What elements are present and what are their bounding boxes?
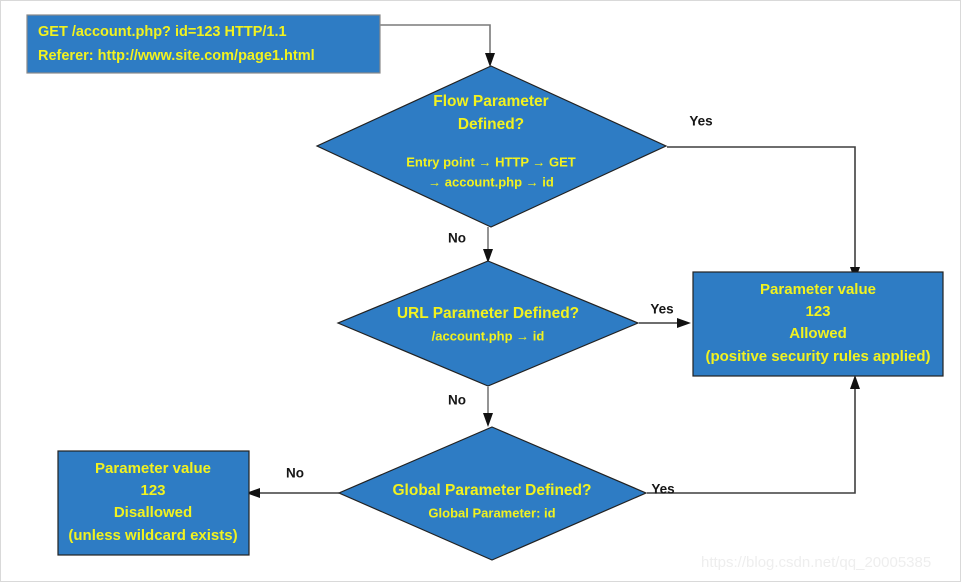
outcome-disallowed-line3: Disallowed: [114, 504, 192, 521]
decision-url-parameter-shape: [336, 260, 640, 387]
arrowhead-global-no: [246, 488, 260, 498]
arrowhead-global-yes: [850, 375, 860, 389]
decision-flow-parameter-detail-line2: → account.php → id: [428, 174, 554, 189]
outcome-disallowed-shape: [57, 450, 250, 556]
request-box-line2: Referer: http://www.site.com/page1.html: [38, 48, 315, 64]
decision-flow-parameter-title-line1: Flow Parameter: [433, 93, 548, 110]
decision-global-parameter-title: Global Parameter Defined?: [393, 482, 592, 499]
watermark-text: https://blog.csdn.net/qq_20005385: [701, 554, 931, 571]
decision-global-parameter-detail: Global Parameter: id: [428, 505, 555, 520]
decision-flow-parameter[interactable]: Flow Parameter Defined? Entry point → HT…: [315, 65, 668, 228]
edge-label-global-yes: Yes: [651, 482, 674, 497]
outcome-disallowed-line1: Parameter value: [95, 460, 211, 477]
edge-label-flow-yes: Yes: [689, 114, 712, 129]
arrowhead-url-no: [483, 413, 493, 427]
connector-flow-yes: [667, 146, 856, 271]
outcome-disallowed: Parameter value 123 Disallowed (unless w…: [57, 450, 250, 556]
decision-flow-parameter-detail-line1: Entry point → HTTP → GET: [406, 154, 576, 169]
outcome-allowed-line1: Parameter value: [760, 281, 876, 298]
request-box: GET /account.php? id=123 HTTP/1.1 Refere…: [26, 14, 381, 74]
edge-label-flow-no: No: [448, 231, 466, 246]
outcome-disallowed-line2: 123: [140, 482, 165, 499]
edge-label-global-no: No: [286, 466, 304, 481]
decision-flow-parameter-title-line2: Defined?: [458, 116, 524, 133]
decision-global-parameter[interactable]: Global Parameter Defined? Global Paramet…: [337, 426, 648, 561]
connector-global-yes: [647, 385, 856, 494]
request-box-line1: GET /account.php? id=123 HTTP/1.1: [38, 24, 287, 40]
arrowhead-flow-no: [483, 249, 493, 263]
outcome-allowed: Parameter value 123 Allowed (positive se…: [692, 271, 944, 377]
connector-request-to-flow: [380, 24, 491, 57]
outcome-allowed-shape: [692, 271, 944, 377]
decision-global-parameter-shape: [337, 426, 648, 561]
arrowhead-request-to-flow: [485, 53, 495, 67]
outcome-allowed-line2: 123: [805, 303, 830, 320]
decision-flow-parameter-shape: [315, 65, 668, 228]
arrowhead-url-yes: [677, 318, 691, 328]
decision-url-parameter-detail: /account.php → id: [432, 328, 545, 343]
outcome-allowed-line4: (positive security rules applied): [705, 348, 930, 365]
outcome-disallowed-line4: (unless wildcard exists): [68, 527, 237, 544]
edge-label-url-yes: Yes: [650, 302, 673, 317]
decision-url-parameter-title: URL Parameter Defined?: [397, 305, 579, 322]
edge-label-url-no: No: [448, 393, 466, 408]
request-box-shape: [26, 14, 381, 74]
outcome-allowed-line3: Allowed: [789, 325, 847, 342]
decision-url-parameter[interactable]: URL Parameter Defined? /account.php → id: [336, 260, 640, 387]
